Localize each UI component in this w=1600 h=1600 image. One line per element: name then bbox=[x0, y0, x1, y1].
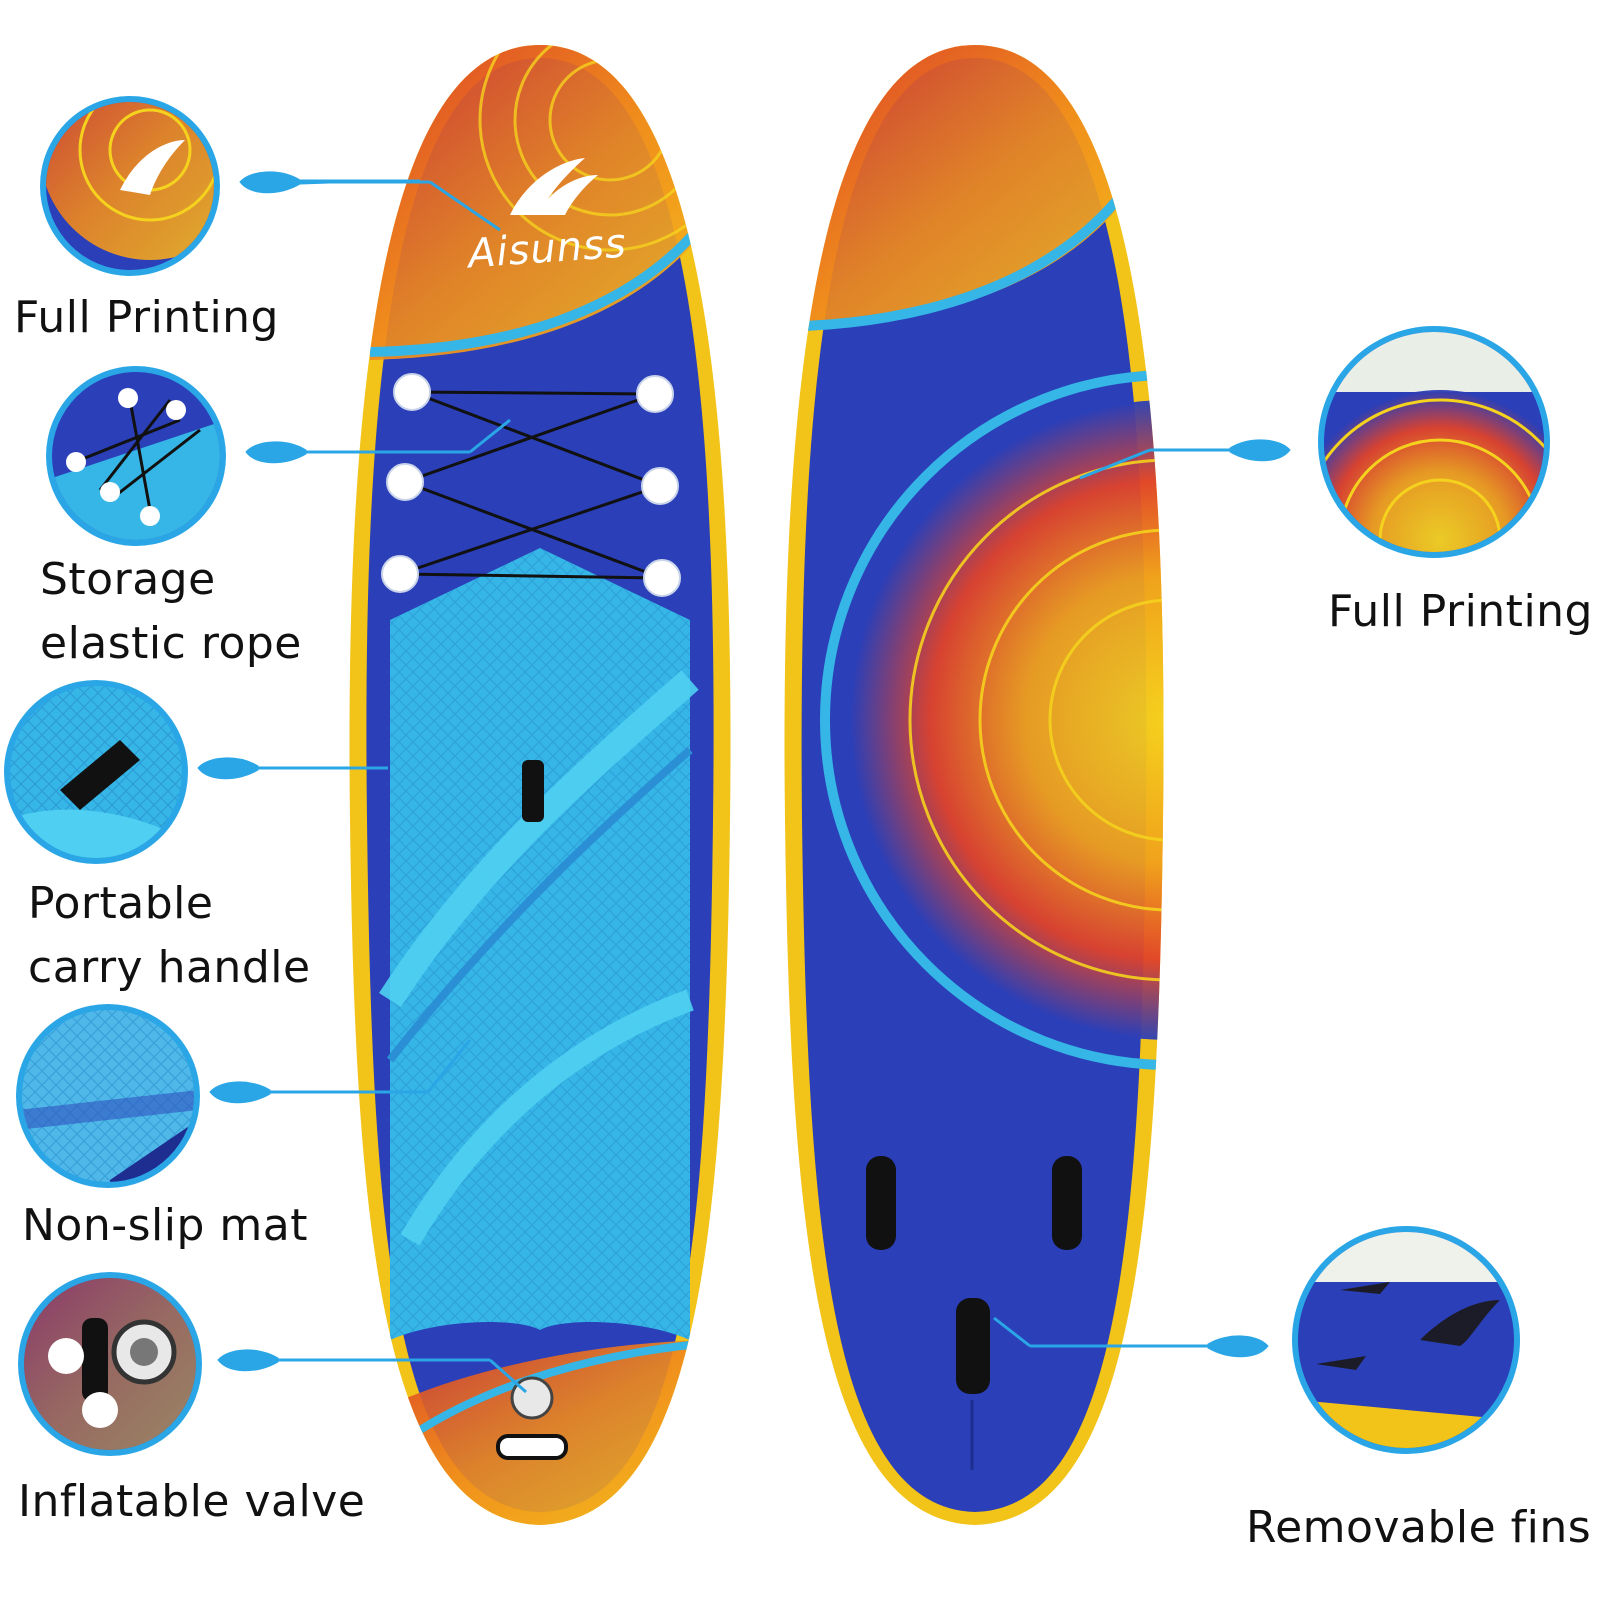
detail-circle-full-printing-right bbox=[1318, 326, 1550, 558]
detail-circle-carry-handle bbox=[4, 680, 188, 864]
left-board-top-view bbox=[349, 45, 731, 1525]
bungee-cords bbox=[399, 390, 663, 580]
brand-logo-icon bbox=[510, 158, 598, 215]
bungee-d-rings bbox=[381, 373, 681, 597]
detail-circle-bungee bbox=[46, 366, 226, 546]
detail-circle-inflatable-valve bbox=[18, 1272, 202, 1456]
label-removable-fins: Removable fins bbox=[1246, 1502, 1592, 1553]
label-inflatable-valve: Inflatable valve bbox=[18, 1476, 366, 1527]
label-full-printing-left: Full Printing bbox=[14, 292, 279, 343]
detail-circle-full-printing-left bbox=[40, 96, 220, 276]
label-non-slip-mat: Non-slip mat bbox=[22, 1200, 308, 1251]
detail-circle-non-slip-mat bbox=[16, 1004, 200, 1188]
right-board-bottom-view bbox=[784, 45, 1164, 1525]
label-full-printing-right: Full Printing bbox=[1328, 586, 1593, 637]
fin-boxes bbox=[866, 1156, 1082, 1394]
carry-handle bbox=[522, 760, 544, 822]
detail-circle-removable-fins bbox=[1292, 1226, 1520, 1454]
label-storage-elastic-rope: Storage elastic rope bbox=[40, 554, 302, 669]
callout-pointers bbox=[197, 171, 1291, 1394]
medallion-print bbox=[850, 400, 1164, 1040]
label-portable-carry-handle: Portable carry handle bbox=[28, 878, 311, 993]
